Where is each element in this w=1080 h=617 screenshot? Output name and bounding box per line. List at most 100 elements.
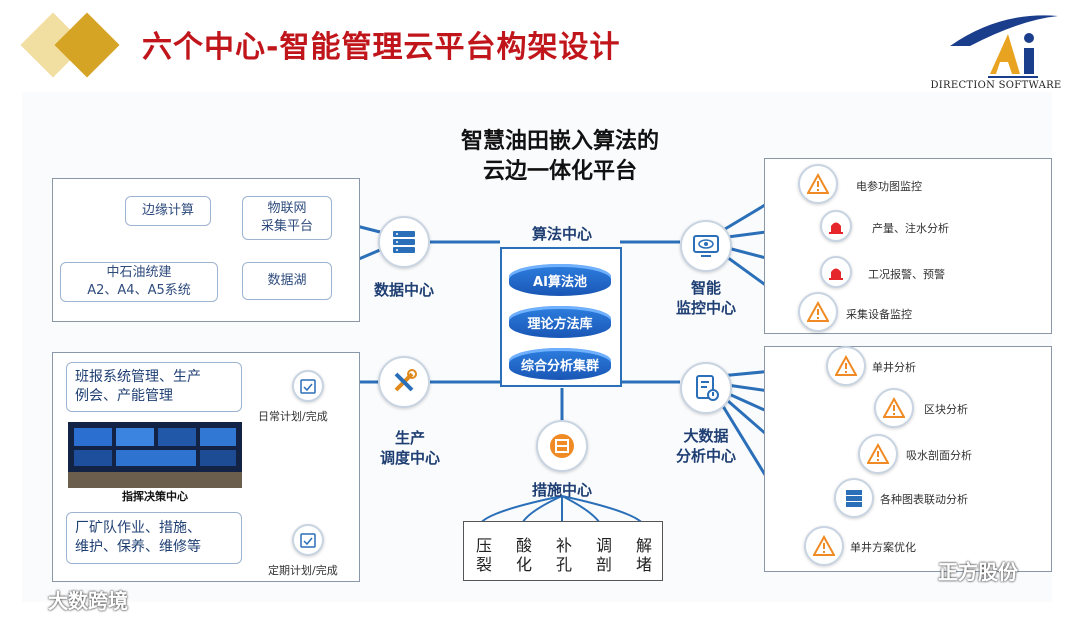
bigdata-label-line1: 大数据 — [683, 427, 729, 445]
monitor-item-3: 工况报警、预警 — [868, 268, 945, 281]
measures-box: 压 裂 酸 化 补 孔 调 剖 解 堵 — [463, 521, 663, 581]
monitor-item-1: 电参功图监控 — [856, 180, 922, 193]
measures-icon — [550, 434, 574, 458]
command-center-photo — [68, 422, 242, 488]
data-lake-box: 数据湖 — [242, 262, 332, 300]
monitor-item-2-node — [820, 210, 852, 242]
alarm-light-icon — [829, 222, 843, 234]
iot-line2: 采集平台 — [260, 219, 313, 234]
measures-center-label: 措施中心 — [531, 481, 592, 499]
server-icon — [393, 231, 415, 253]
periodic-plan-node — [292, 524, 324, 556]
ai-algorithm-pool: AI算法池 — [509, 264, 611, 296]
heading-line2: 云边一体化平台 — [482, 158, 637, 184]
measure-fracturing-2: 裂 — [475, 555, 492, 575]
bigdata-item-4: 各种图表联动分析 — [880, 493, 968, 506]
monitor-center-node — [680, 220, 732, 272]
measure-fracturing: 压 裂 — [474, 536, 494, 574]
warning-icon — [835, 355, 857, 376]
heading-line1: 智慧油田嵌入算法的 — [460, 129, 659, 154]
platform-heading: 智慧油田嵌入算法的 云边一体化平台 — [430, 127, 690, 186]
bigdata-center-label: 大数据 分析中心 — [664, 426, 748, 467]
measure-profile: 调 剖 — [594, 536, 614, 574]
bigdata-item-2: 区块分析 — [924, 403, 968, 416]
bigdata-label-line2: 分析中心 — [675, 447, 736, 466]
server-icon — [846, 490, 862, 507]
cnooc-box: 中石油统建 A2、A4、A5系统 — [60, 262, 218, 302]
daily-plan-node — [292, 370, 324, 402]
warning-icon — [807, 173, 829, 194]
measure-perforation-2: 孔 — [555, 555, 572, 575]
maintenance-line2: 维护、保养、维修等 — [75, 539, 201, 555]
report-icon — [696, 375, 719, 401]
shift-report-box: 班报系统管理、生产 例会、产能管理 — [66, 362, 242, 412]
bigdata-item-1-node — [826, 346, 866, 386]
company-logo — [950, 15, 1058, 78]
shift-report-line2: 例会、产能管理 — [75, 388, 173, 404]
tools-icon — [394, 369, 417, 392]
watermark-right: 正方股份 — [938, 560, 1018, 584]
data-center-node — [378, 216, 430, 268]
measure-acidizing: 酸 化 — [514, 536, 534, 574]
edge-computing-box: 边缘计算 — [125, 196, 211, 226]
alarm-light-icon — [829, 268, 843, 280]
calendar-check-icon — [300, 379, 316, 394]
command-center-image — [68, 422, 242, 488]
measure-acidizing-1: 酸 — [515, 536, 532, 555]
analysis-cluster: 综合分析集群 — [509, 348, 611, 380]
monitor-center-label: 智能 监控中心 — [664, 278, 748, 319]
maintenance-box: 厂矿队作业、措施、 维护、保养、维修等 — [66, 512, 242, 564]
bigdata-item-5-node — [804, 526, 844, 566]
production-center-node — [378, 356, 430, 408]
command-center-caption: 指挥决策中心 — [68, 488, 242, 504]
monitor-label-line2: 监控中心 — [675, 299, 736, 318]
measure-profile-1: 调 — [595, 536, 612, 555]
monitor-item-4: 采集设备监控 — [846, 308, 912, 321]
measure-unblocking: 解 堵 — [634, 536, 654, 574]
shift-report-line1: 班报系统管理、生产 — [75, 369, 201, 386]
bigdata-item-3-node — [858, 434, 898, 474]
daily-plan-label: 日常计划/完成 — [258, 410, 328, 423]
production-center-label: 生产 调度中心 — [368, 428, 452, 469]
cnooc-line2: A2、A4、A5系统 — [87, 283, 191, 298]
bigdata-item-5: 单井方案优化 — [850, 541, 916, 554]
maintenance-line1: 厂矿队作业、措施、 — [75, 520, 201, 537]
monitor-item-3-node — [820, 256, 852, 288]
measure-perforation-1: 补 — [555, 536, 572, 555]
calendar-check-icon — [300, 533, 316, 548]
measure-unblocking-2: 堵 — [635, 555, 652, 575]
measures-center-node — [536, 420, 588, 472]
data-center-label: 数据中心 — [373, 281, 434, 299]
theory-method-library: 理论方法库 — [509, 306, 611, 338]
warning-icon — [867, 443, 889, 464]
warning-icon — [807, 301, 829, 322]
algorithm-center-label: 算法中心 — [531, 225, 592, 243]
bigdata-item-1: 单井分析 — [872, 361, 916, 374]
measure-acidizing-2: 化 — [515, 555, 532, 575]
iot-line1: 物联网 — [267, 201, 307, 217]
measure-unblocking-1: 解 — [635, 536, 652, 555]
watermark-left: 大数跨境 — [48, 589, 128, 613]
monitor-item-4-node — [798, 292, 838, 332]
bigdata-item-2-node — [874, 388, 914, 428]
measure-fracturing-1: 压 — [475, 536, 492, 555]
production-label-line2: 调度中心 — [379, 449, 440, 468]
monitor-item-1-node — [798, 164, 838, 204]
warning-icon — [883, 397, 905, 418]
logo-text: DIRECTION SOFTWARE — [930, 80, 1062, 91]
measure-perforation: 补 孔 — [554, 536, 574, 574]
bigdata-item-3: 吸水剖面分析 — [906, 449, 972, 462]
bigdata-item-4-node — [834, 478, 874, 518]
monitor-label-line1: 智能 — [690, 279, 721, 297]
page-title: 六个中心-智能管理云平台构架设计 — [142, 30, 621, 65]
monitor-eye-icon — [693, 235, 719, 257]
monitor-item-2: 产量、注水分析 — [872, 222, 949, 235]
production-label-line1: 生产 — [394, 429, 425, 447]
periodic-plan-label: 定期计划/完成 — [268, 564, 338, 577]
measure-profile-2: 剖 — [595, 555, 612, 575]
bigdata-center-node — [680, 362, 732, 414]
cnooc-line1: 中石油统建 — [106, 265, 172, 281]
warning-icon — [813, 535, 835, 556]
iot-box: 物联网 采集平台 — [242, 196, 332, 240]
